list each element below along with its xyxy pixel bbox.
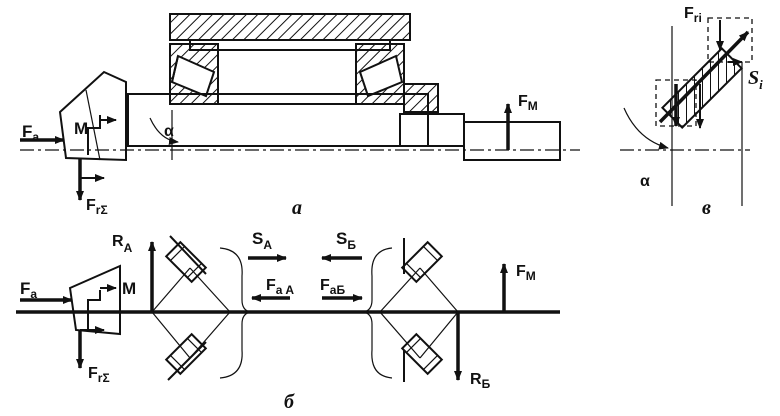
label-si-c: Si bbox=[748, 67, 763, 92]
shaft-body bbox=[127, 93, 429, 147]
view-a-shaft-assembly: Fa M FrΣ FM α bbox=[20, 13, 580, 217]
bevel-gear-b bbox=[68, 264, 121, 336]
label-faa-b: Fa A bbox=[266, 277, 294, 297]
label-fr-sum-b: FrΣ bbox=[88, 365, 110, 385]
caption-b: б bbox=[284, 391, 295, 413]
view-c-roller-detail: Fri Si α bbox=[620, 5, 763, 206]
label-alpha-a: α bbox=[164, 123, 174, 140]
label-fa-b: Fa bbox=[20, 279, 37, 301]
label-sb-b: SБ bbox=[336, 229, 356, 252]
caption-c: в bbox=[702, 197, 711, 219]
label-alpha-c: α bbox=[640, 173, 650, 190]
bevel-gear-a bbox=[58, 70, 127, 162]
label-fm-a: FM bbox=[518, 93, 538, 113]
label-fri-c: Fri bbox=[684, 5, 702, 25]
label-fm-b: FM bbox=[516, 263, 536, 283]
caption-a: а bbox=[292, 197, 302, 219]
label-sa-b: SA bbox=[252, 229, 272, 252]
label-fa-a: Fa bbox=[22, 122, 39, 144]
fri-arrow-c bbox=[658, 30, 750, 124]
right-bearing-pair-b bbox=[363, 238, 459, 382]
label-m-b: M bbox=[122, 279, 136, 298]
left-bearing-pair-b bbox=[151, 235, 251, 381]
label-rb-b: RБ bbox=[470, 371, 491, 391]
label-ra-b: RA bbox=[112, 233, 133, 255]
label-m-a: M bbox=[74, 119, 88, 138]
housing-top bbox=[169, 13, 411, 41]
label-fr-sum-a: FrΣ bbox=[86, 197, 108, 217]
angle-arc-a bbox=[149, 117, 179, 145]
view-b-scheme: Fa M FrΣ RA SA SБ Fa A FaБ RБ FM bbox=[16, 229, 560, 391]
angle-arc-c bbox=[623, 107, 669, 150]
label-fab-b: FaБ bbox=[320, 277, 345, 297]
